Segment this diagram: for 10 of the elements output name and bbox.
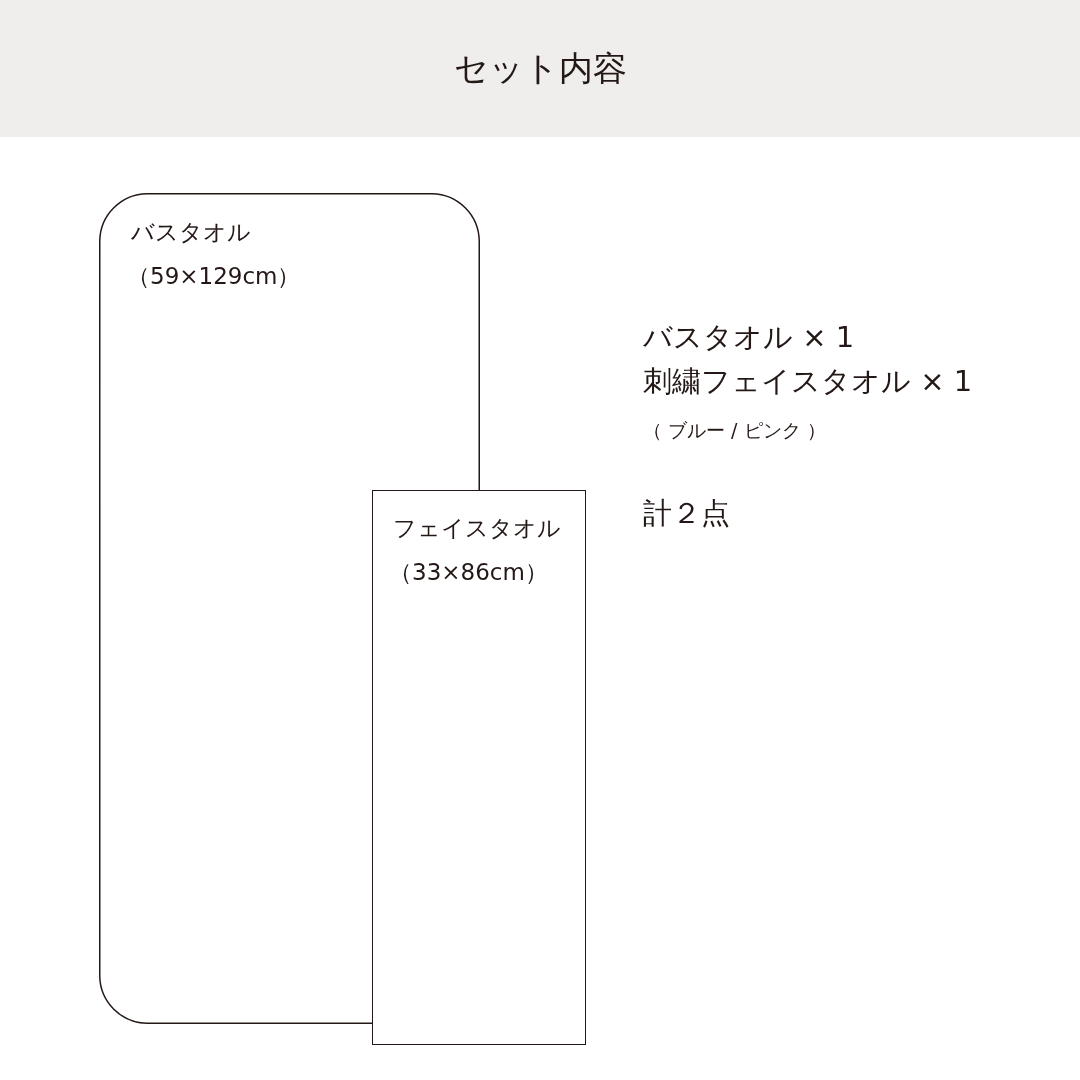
color-note: （ ブルー / ピンク ） — [643, 418, 826, 443]
item-line: 刺繍フェイスタオル × 1 — [643, 363, 973, 400]
title: セット内容 — [452, 47, 628, 90]
item-name: フェイスタオル — [393, 514, 561, 543]
size-label: （33×86cm） — [389, 558, 548, 587]
item-line: バスタオル × 1 — [643, 319, 855, 356]
face-towel-outline — [372, 490, 586, 1045]
total-count: 計２点 — [643, 495, 730, 532]
item-name: バスタオル — [131, 218, 251, 247]
size-label: （59×129cm） — [127, 262, 301, 291]
